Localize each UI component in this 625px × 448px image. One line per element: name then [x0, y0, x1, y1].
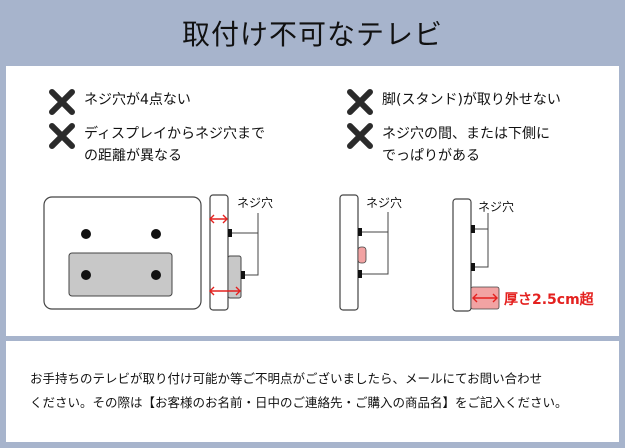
tv-side-diagram-protrusion: ネジ穴 [339, 194, 402, 311]
tv-back-diagram [43, 196, 202, 310]
condition-text: の距離が異なる [84, 148, 182, 164]
screw-hole-label: ネジ穴 [478, 199, 514, 214]
condition-text: ネジ穴が4点ない [84, 92, 191, 108]
condition-item-stand-fixed: 脚(スタンド)が取り外せない [346, 88, 561, 116]
condition-item-hole-distance: ディスプレイからネジ穴まで の距離が異なる [48, 122, 265, 167]
condition-text: 脚(スタンド)が取り外せない [382, 92, 561, 108]
tv-diagrams: ネジ穴 ネジ穴 [43, 194, 595, 312]
condition-text: でっぱりがある [382, 148, 480, 164]
contact-note-panel: お手持ちのテレビが取り付け可能か等ご不明点がございましたら、メールにてお問い合わ… [6, 341, 619, 442]
cross-icon [347, 89, 373, 115]
cross-icon [49, 123, 75, 149]
condition-text: ディスプレイからネジ穴まで [84, 126, 266, 142]
tv-side-diagram-distance: ネジ穴 [209, 194, 273, 311]
screw-hole-label: ネジ穴 [237, 195, 273, 210]
tv-side-diagram-thickness: ネジ穴 厚さ2.5cm超 [452, 198, 595, 312]
condition-text: ネジ穴の間、または下側に [382, 126, 550, 142]
screw-hole-icon [81, 270, 91, 280]
note-line: ください。その際は【お客様のお名前・日中のご連絡先・ご購入の商品名】をご記入くだ… [30, 395, 568, 410]
distance-arrow-icon [209, 214, 241, 296]
screw-hole-label: ネジ穴 [366, 195, 402, 210]
note-line: お手持ちのテレビが取り付け可能か等ご不明点がございましたら、メールにてお問い合わ… [30, 371, 543, 386]
page-title: 取付け不可なテレビ [181, 18, 443, 51]
cross-icon [347, 123, 373, 149]
condition-item-no-four-holes: ネジ穴が4点ない [48, 88, 191, 116]
condition-item-protrusion: ネジ穴の間、または下側に でっぱりがある [346, 122, 550, 167]
conditions-panel: ネジ穴が4点ない ディスプレイからネジ穴まで の距離が異なる 脚(スタンド)が取… [6, 66, 619, 336]
cross-icon [49, 89, 75, 115]
screw-hole-icon [151, 270, 161, 280]
thickness-arrow-icon [472, 293, 498, 303]
thickness-label: 厚さ2.5cm超 [504, 291, 595, 308]
contact-note: お手持ちのテレビが取り付け可能か等ご不明点がございましたら、メールにてお問い合わ… [30, 367, 600, 415]
screw-hole-icon [81, 229, 91, 239]
screw-hole-icon [151, 229, 161, 239]
